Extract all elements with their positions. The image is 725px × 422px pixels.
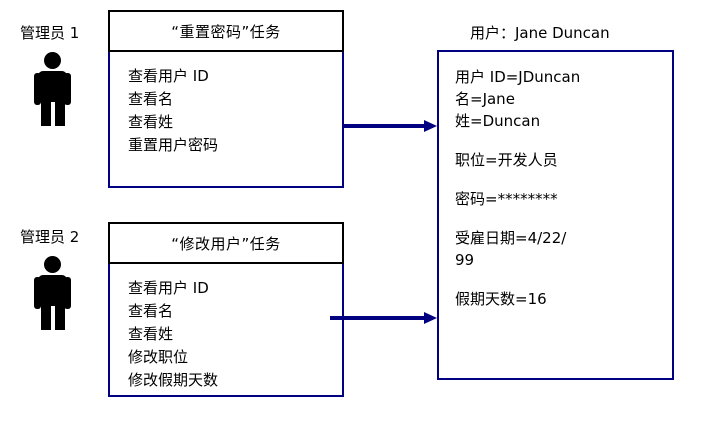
user-field-vacationdays: 假期天数=16	[455, 290, 547, 308]
arrow-task2-to-user	[330, 312, 437, 324]
task-1-item-3[interactable]: 重置用户密码	[128, 136, 219, 154]
task-1-header: “重置密码”任务	[108, 10, 344, 52]
task-2-item-4[interactable]: 修改假期天数	[128, 371, 219, 389]
user-panel[interactable]: 用户 ID=JDuncan 名=Jane 姓=Duncan 职位=开发人员 密码…	[437, 50, 674, 380]
user-field-hiredate: 受雇日期=4/22/	[455, 229, 567, 247]
user-group-password: 密码=********	[455, 188, 672, 210]
task-1-item-1[interactable]: 查看名	[128, 90, 174, 108]
task-1-item-2[interactable]: 查看姓	[128, 113, 174, 131]
task-2-item-0[interactable]: 查看用户 ID	[128, 279, 209, 297]
arrow-shaft	[343, 124, 425, 128]
user-field-password: 密码=********	[455, 190, 558, 208]
task-2-item-3[interactable]: 修改职位	[128, 348, 189, 366]
actor-arm-right-icon	[64, 73, 71, 105]
user-group-hiredate: 受雇日期=4/22/ 99	[455, 227, 672, 271]
user-field-lastname: 姓=Duncan	[455, 112, 541, 130]
actor-leg-right-icon	[55, 302, 65, 330]
user-group-position: 职位=开发人员	[455, 149, 672, 171]
actor-arm-left-icon	[34, 73, 41, 105]
actor-person-icon	[30, 52, 76, 126]
arrow-shaft	[330, 316, 425, 320]
user-group-vacationdays: 假期天数=16	[455, 288, 672, 310]
arrow-head-icon	[424, 120, 437, 132]
user-field-userid: 用户 ID=JDuncan	[455, 68, 581, 86]
user-field-position: 职位=开发人员	[455, 151, 558, 169]
task-1-item-0[interactable]: 查看用户 ID	[128, 67, 209, 85]
actor-torso-icon	[38, 71, 67, 102]
user-group-identity: 用户 ID=JDuncan 名=Jane 姓=Duncan	[455, 66, 672, 132]
actor-leg-right-icon	[55, 98, 65, 126]
actor-arm-left-icon	[34, 277, 41, 309]
actor-leg-left-icon	[41, 302, 51, 330]
arrow-task1-to-user	[343, 120, 437, 132]
actor-person-icon	[30, 256, 76, 330]
task-box-modify-user[interactable]: “修改用户”任务 查看用户 ID 查看名 查看姓 修改职位 修改假期天数	[108, 222, 344, 397]
user-panel-title: 用户：Jane Duncan	[470, 24, 610, 42]
user-field-firstname: 名=Jane	[455, 90, 515, 108]
arrow-head-icon	[424, 312, 437, 324]
task-2-item-2[interactable]: 查看姓	[128, 325, 174, 343]
actor-2-label: 管理员 2	[20, 228, 80, 246]
task-box-reset-password[interactable]: “重置密码”任务 查看用户 ID 查看名 查看姓 重置用户密码	[108, 10, 344, 188]
task-2-body: 查看用户 ID 查看名 查看姓 修改职位 修改假期天数	[108, 264, 344, 397]
task-1-body: 查看用户 ID 查看名 查看姓 重置用户密码	[108, 52, 344, 188]
actor-head-icon	[44, 52, 61, 69]
task-2-item-1[interactable]: 查看名	[128, 302, 174, 320]
actor-head-icon	[44, 256, 61, 273]
actor-arm-right-icon	[64, 277, 71, 309]
task-2-header: “修改用户”任务	[108, 222, 344, 264]
actor-leg-left-icon	[41, 98, 51, 126]
actor-torso-icon	[38, 275, 67, 306]
user-field-hiredate-cont: 99	[455, 251, 475, 269]
actor-1-label: 管理员 1	[20, 24, 80, 42]
